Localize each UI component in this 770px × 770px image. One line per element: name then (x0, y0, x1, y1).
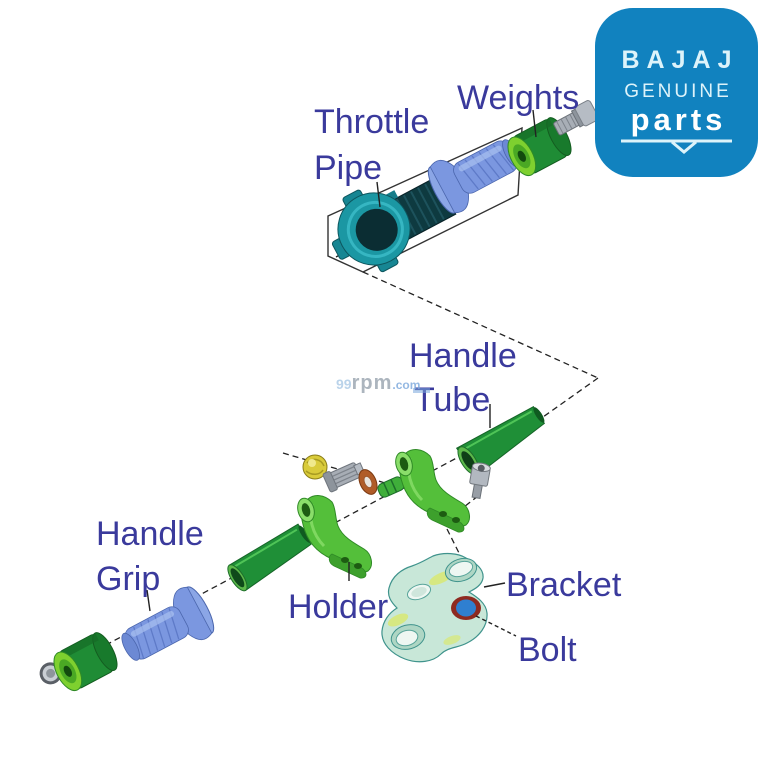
watermark: 99rpm.com (336, 372, 420, 395)
label-handle-grip-line2: Grip (96, 560, 161, 598)
pointer-handle-grip (146, 589, 151, 612)
label-handle-tube-line2: Tube (414, 381, 491, 419)
label-bracket: Bracket (506, 562, 621, 608)
holder-right-part (391, 448, 471, 534)
bracket-part (381, 552, 488, 663)
bajaj-genuine-parts-logo: BAJAJ GENUINE parts (595, 8, 758, 177)
throttle-box-outline (327, 126, 523, 273)
label-holder-text: Holder (288, 588, 389, 626)
pointer-throttle-pipe (376, 181, 381, 208)
label-bolt: Bolt (518, 627, 577, 673)
logo-brand-text: BAJAJ (621, 46, 739, 74)
label-bracket-text: Bracket (506, 566, 622, 604)
watermark-prefix: 99 (336, 376, 352, 392)
watermark-name: rpm (351, 372, 393, 394)
pointer-bracket (483, 582, 506, 588)
label-pointer-lines (146, 109, 537, 637)
label-handle-grip: Handle Grip (96, 512, 204, 602)
socket-bolt-part (469, 462, 491, 500)
label-handle-tube: Handle Tube (409, 334, 517, 422)
connector-vertex-to-tube (542, 377, 599, 418)
bolt-marker (451, 596, 481, 620)
label-weights-text: Weights (457, 79, 580, 117)
label-weights: Weights (457, 75, 579, 121)
logo-parts-text: parts (630, 102, 727, 137)
connector-box-to-vertex (362, 271, 599, 379)
pointer-weights (532, 109, 537, 138)
weight-bolt-top-part (553, 100, 599, 136)
label-throttle-pipe: Throttle Pipe (314, 99, 429, 191)
nut-part (302, 454, 328, 480)
label-throttle-pipe-line1: Throttle (314, 103, 430, 141)
connector-holder-to-bracket (446, 528, 468, 570)
label-handle-grip-line1: Handle (96, 515, 204, 553)
label-handle-tube-line1: Handle (409, 337, 517, 375)
spacer-part (377, 476, 405, 498)
logo-underline-arrow (621, 139, 732, 154)
logo-genuine-text: GENUINE (624, 81, 732, 102)
handle-tube-left-part (227, 523, 312, 592)
label-throttle-pipe-line2: Pipe (314, 149, 383, 187)
pointer-bolt (475, 615, 517, 637)
washer-part (358, 469, 378, 495)
weight-bottom-part (47, 628, 123, 696)
label-holder: Holder (288, 584, 388, 630)
label-bolt-text: Bolt (518, 631, 577, 669)
watermark-pixels (413, 388, 430, 393)
